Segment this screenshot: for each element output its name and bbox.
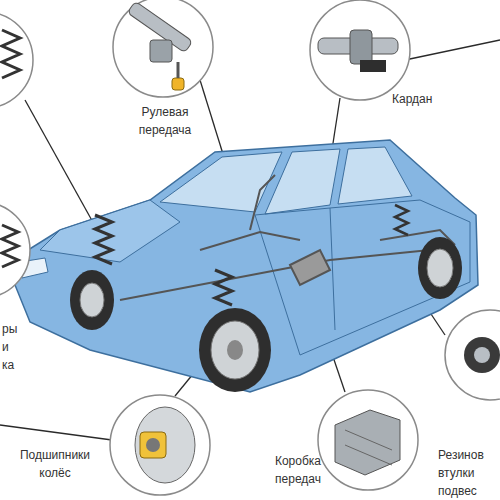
- part-label: Подшипники колёс: [12, 446, 98, 482]
- gearbox: [290, 250, 330, 285]
- wheel-bearing-picture: [135, 407, 195, 483]
- steering-column: [250, 175, 275, 230]
- brake-disc: [211, 321, 259, 379]
- part-label: Коробка передач: [258, 452, 338, 488]
- rear-spring: [395, 205, 408, 235]
- rear-rim: [427, 249, 453, 287]
- callout-circle: [0, 12, 33, 108]
- drive-shaft: [120, 250, 430, 300]
- bushing-picture: [464, 337, 500, 373]
- car-shell: [15, 140, 478, 392]
- car-hood: [40, 200, 180, 262]
- rear-wheel: [418, 237, 462, 299]
- part-label: ры и ка: [2, 320, 22, 374]
- cardan-picture: [318, 30, 398, 72]
- part-label: Рулевая передача: [123, 103, 207, 139]
- part-label: Кардан: [392, 90, 442, 108]
- leader-line: [25, 100, 100, 235]
- far-rim: [80, 283, 104, 317]
- steering-gear-picture: [127, 1, 192, 90]
- door-seam: [330, 208, 335, 330]
- front-wheel: [199, 308, 271, 392]
- far-wheel: [70, 270, 114, 330]
- callout-circle: [445, 310, 500, 400]
- leader-line: [405, 40, 500, 60]
- front-spring: [215, 270, 232, 305]
- side-window: [338, 147, 412, 204]
- callout-circle: [110, 395, 210, 495]
- callout-circle: [310, 0, 410, 100]
- callout-circle: [0, 202, 30, 298]
- callout-circle: [113, 0, 213, 97]
- gearbox-picture: [335, 410, 400, 475]
- front-spring: [95, 215, 112, 264]
- steering-rack: [200, 232, 300, 250]
- car-body: [15, 140, 478, 392]
- chassis-parts: [120, 175, 455, 300]
- part-label: Резинов втулки подвес: [438, 446, 498, 500]
- windshield: [160, 152, 282, 212]
- suspension-picture: [2, 30, 20, 267]
- callout-circle: [318, 390, 418, 490]
- door-lines: [255, 200, 470, 355]
- leader-line: [0, 425, 112, 440]
- leader-lines: [0, 40, 500, 440]
- wheel-hub: [227, 340, 243, 360]
- side-window: [265, 149, 340, 214]
